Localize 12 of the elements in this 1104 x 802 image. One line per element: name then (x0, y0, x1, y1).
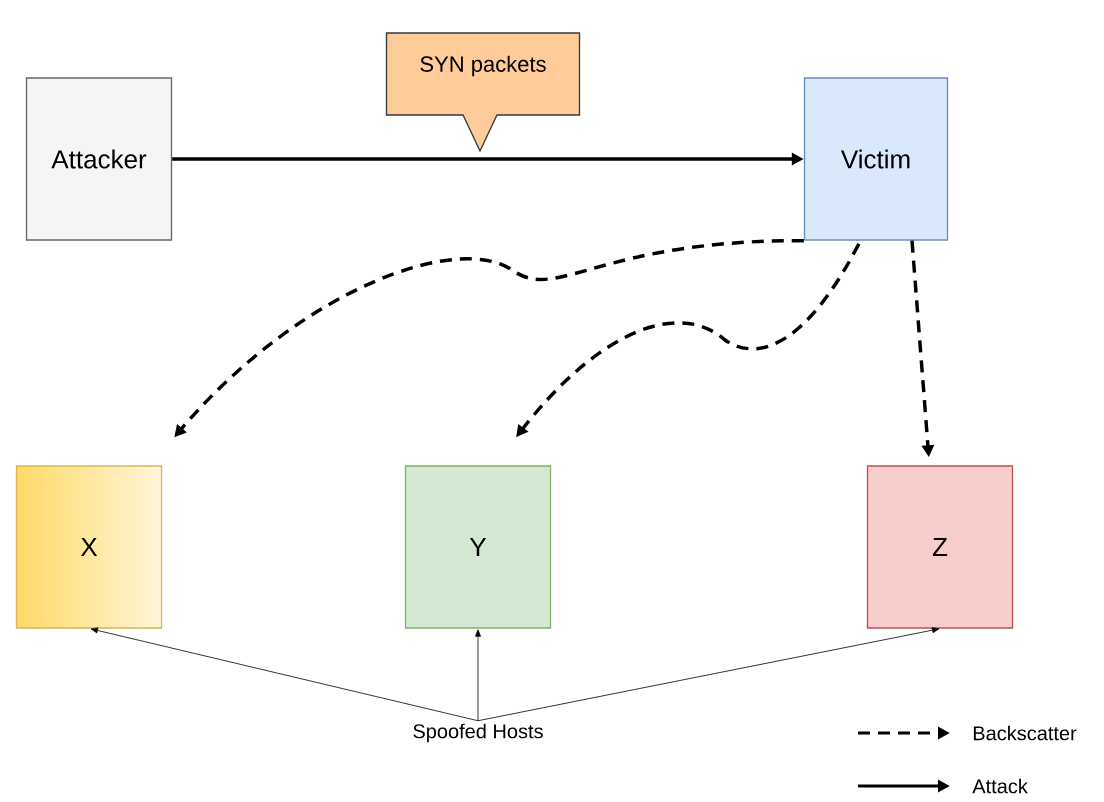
process-box: Attacker (25, 77, 173, 241)
process-box: Victim (803, 77, 949, 241)
legend-label: Backscatter (973, 725, 1077, 741)
arrow (475, 629, 481, 722)
host-box: Z (866, 465, 1014, 629)
host-box: X (15, 465, 163, 629)
host-label: Spoofed Hosts (413, 723, 543, 743)
arrow (90, 627, 479, 722)
arrow (477, 627, 940, 722)
host-box: Y (404, 465, 552, 629)
callout-box: SYN packets (385, 32, 581, 153)
legend-label: Attack (972, 778, 1028, 794)
